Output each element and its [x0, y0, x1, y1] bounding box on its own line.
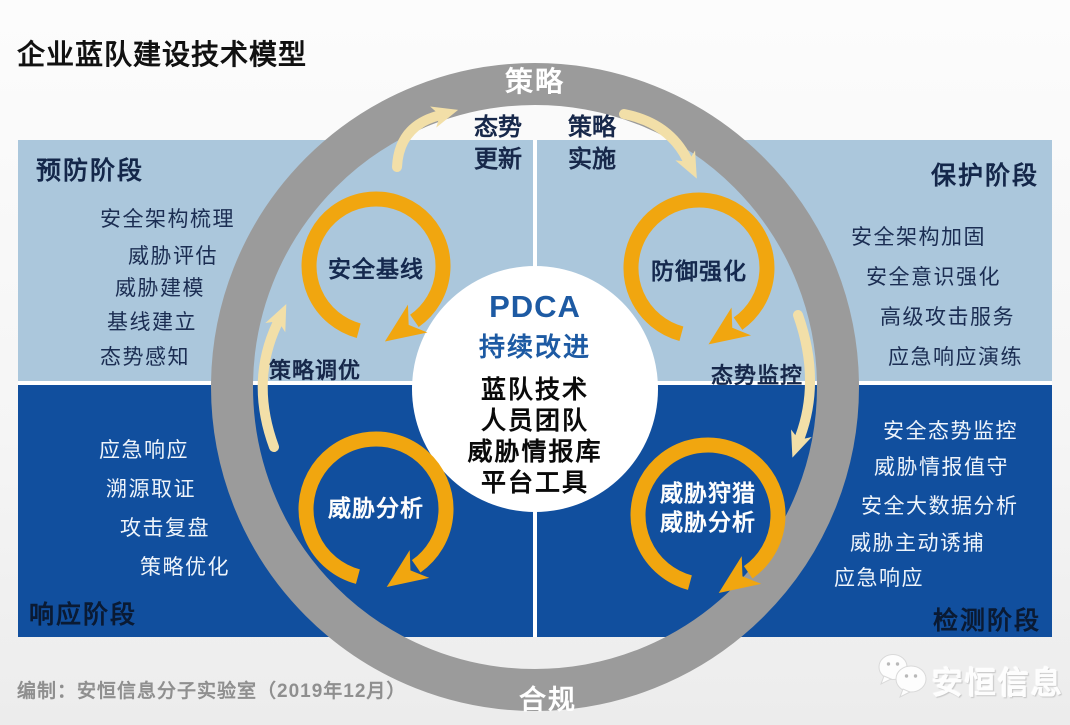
- list-item: 安全意识强化: [866, 266, 1001, 289]
- cycle-label-baseline: 安全基线: [328, 256, 424, 282]
- list-item: 威胁评估: [128, 245, 218, 268]
- watermark-text: 安恒信息: [932, 666, 1064, 701]
- center-item: 威胁情报库: [467, 438, 603, 466]
- cycle-arrow-hardening: [623, 192, 775, 345]
- flow-arrow-situation-monitoring: [791, 310, 815, 458]
- list-item: 安全架构加固: [851, 226, 986, 249]
- flow-label-situation-monitoring: 态势监控: [711, 363, 804, 388]
- brand-watermark: 安恒信息: [872, 650, 1068, 710]
- list-item: 应急响应: [99, 439, 189, 462]
- list-item: 溯源取证: [106, 478, 196, 501]
- outer-ring: [211, 63, 859, 711]
- page-title: 企业蓝队建设技术模型: [17, 39, 308, 70]
- phase-label-protection: 保护阶段: [931, 162, 1040, 190]
- flow-arrow-situation-update: [392, 106, 459, 172]
- list-item: 威胁主动诱捕: [850, 532, 985, 555]
- flow-label-strategy-implement: 策略 实施: [568, 114, 616, 173]
- phase-label-prevention: 预防阶段: [36, 157, 145, 185]
- list-item: 基线建立: [107, 311, 197, 334]
- list-item: 应急响应: [834, 567, 924, 590]
- list-item: 安全态势监控: [883, 420, 1018, 443]
- flow-arrow-strategy-tuning: [257, 304, 287, 452]
- list-item: 应急响应演练: [888, 346, 1023, 369]
- list-item: 安全大数据分析: [861, 495, 1019, 518]
- chat-bubbles-icon: [878, 654, 927, 699]
- ring-top-label: 策略: [504, 66, 565, 97]
- list-item: 威胁情报值守: [874, 456, 1009, 479]
- pdca-label: PDCA: [489, 289, 581, 324]
- center-item: 平台工具: [480, 469, 589, 497]
- list-item: 策略优化: [140, 556, 230, 579]
- list-item: 态势感知: [100, 346, 190, 369]
- phase-label-detection: 检测阶段: [933, 607, 1042, 635]
- center-item: 人员团队: [480, 407, 589, 435]
- cycle-arrow-hunting: [630, 437, 786, 594]
- center-item: 蓝队技术: [480, 376, 589, 404]
- flow-label-situation-update: 态势 更新: [474, 114, 522, 173]
- pdca-subtitle: 持续改进: [478, 332, 591, 362]
- ring-bottom-label: 合规: [519, 685, 577, 715]
- list-item: 攻击复盘: [120, 517, 210, 540]
- center-text-block: PDCA 持续改进 蓝队技术 人员团队 威胁情报库 平台工具: [410, 289, 660, 499]
- cycle-arrow-baseline: [301, 191, 451, 342]
- cycle-arrow-analysis: [298, 431, 454, 588]
- list-item: 安全架构梳理: [100, 208, 235, 231]
- center-circle: [412, 266, 658, 512]
- list-item: 威胁建模: [115, 277, 205, 300]
- cycle-label-hardening: 防御强化: [651, 258, 747, 284]
- flow-label-strategy-tuning: 策略调优: [269, 358, 362, 383]
- cycle-label-hunting: 威胁狩猎 威胁分析: [660, 480, 756, 535]
- cycle-label-analysis: 威胁分析: [328, 495, 424, 521]
- center-items: 蓝队技术 人员团队 威胁情报库 平台工具: [410, 375, 660, 499]
- phase-label-response: 响应阶段: [29, 601, 138, 629]
- footer-credit: 编制：安恒信息分子实验室（2019年12月）: [17, 681, 407, 702]
- flow-arrow-strategy-implement: [619, 109, 697, 179]
- list-item: 高级攻击服务: [880, 306, 1015, 329]
